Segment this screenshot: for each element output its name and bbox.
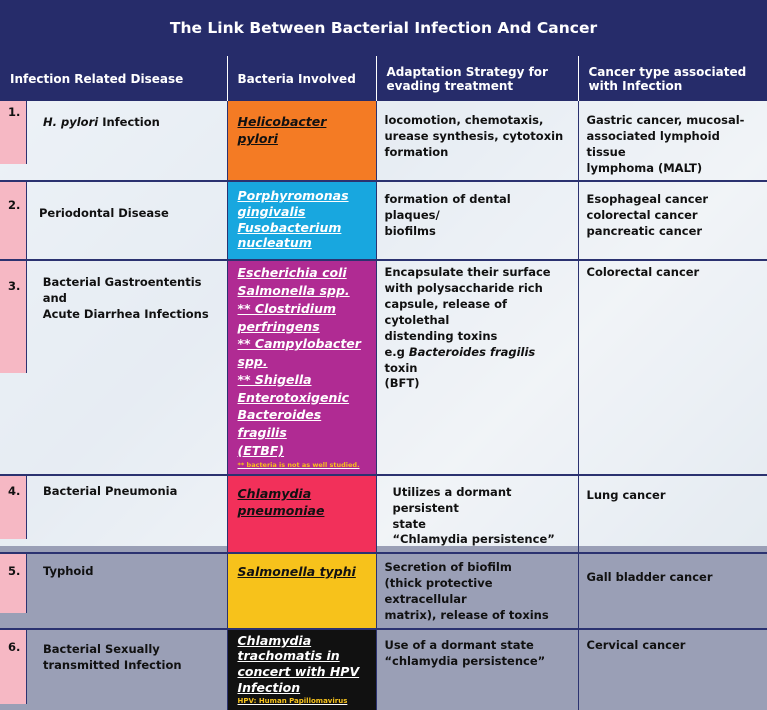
cancer-cell: Colorectal cancer	[578, 260, 767, 476]
strategy-cell: Utilizes a dormant persistent state “Chl…	[376, 474, 579, 555]
table-row: 4. Bacterial Pneumonia Chlamydia pneumon…	[0, 474, 767, 555]
bacteria-cell: Chlamydia trachomatis in concert with HP…	[227, 628, 377, 710]
row-number: 3.	[0, 261, 27, 374]
disease-name: H. pylori Infection	[43, 115, 160, 129]
bacteria-cell: Escherichia coli Salmonella spp. ** Clos…	[227, 260, 377, 476]
disease-name: Bacterial Pneumonia	[43, 483, 178, 498]
table-row: 2. Periodontal Disease Porphyromonas gin…	[0, 181, 767, 262]
cancer-cell: Lung cancer	[578, 474, 767, 555]
row-number: 2.	[0, 182, 27, 260]
table-row: 6. Bacterial Sexually transmitted Infect…	[0, 628, 767, 710]
row-number: 1.	[0, 101, 27, 164]
header-bacteria: Bacteria Involved	[227, 56, 377, 101]
disease-name: Bacterial Gastroententis and Acute Diarr…	[42, 275, 209, 322]
table-header-row: Infection Related Disease Bacteria Invol…	[0, 56, 767, 101]
strategy-cell: formation of dental plaques/ biofilms	[376, 181, 579, 262]
table-row: 3. Bacterial Gastroententis and Acute Di…	[0, 260, 767, 476]
strategy-cell: locomotion, chemotaxis, urease synthesis…	[376, 101, 579, 183]
disease-name: Periodontal Disease	[39, 206, 169, 221]
row-number: 4.	[0, 475, 27, 539]
table-row: 5. Typhoid Salmonella typhi Secretion of…	[0, 553, 767, 630]
bacteria-cell: Chlamydia pneumoniae	[227, 474, 377, 555]
strategy-cell: Use of a dormant state “chlamydia persis…	[376, 628, 579, 710]
strategy-cell: Secretion of biofilm (thick protective e…	[376, 553, 579, 630]
bacteria-cell: Porphyromonas gingivalis Fusobacterium n…	[227, 181, 377, 262]
cancer-cell: Gastric cancer, mucosal- associated lymp…	[578, 101, 767, 183]
cancer-cell: Gall bladder cancer	[578, 553, 767, 630]
bacteria-cell: Salmonella typhi	[227, 553, 377, 630]
cancer-cell: Cervical cancer	[578, 628, 767, 710]
bacteria-footnote: HPV: Human Papillomavirus	[237, 697, 348, 706]
strategy-cell: Encapsulate their surface with polysacch…	[376, 260, 579, 476]
bacteria-footnote: ** bacteria is not as well studied.	[237, 460, 360, 469]
bacteria-cell: Helicobacter pylori	[227, 101, 377, 183]
cancer-cell: Esophageal cancer colorectal cancer panc…	[578, 181, 767, 262]
disease-name: Bacterial Sexually transmitted Infection	[43, 641, 182, 672]
row-number: 5.	[0, 554, 27, 614]
table-row: 1. H. pylori Infection Helicobacter pylo…	[0, 101, 767, 183]
row-number: 6.	[0, 629, 27, 704]
header-cancer: Cancer type associated with Infection	[578, 56, 767, 101]
disease-name: Typhoid	[43, 564, 94, 579]
header-disease: Infection Related Disease	[0, 56, 228, 101]
infection-cancer-table: Infection Related Disease Bacteria Invol…	[0, 56, 767, 710]
header-strategy: Adaptation Strategy for evading treatmen…	[376, 56, 579, 101]
page-title: The Link Between Bacterial Infection And…	[0, 0, 767, 57]
